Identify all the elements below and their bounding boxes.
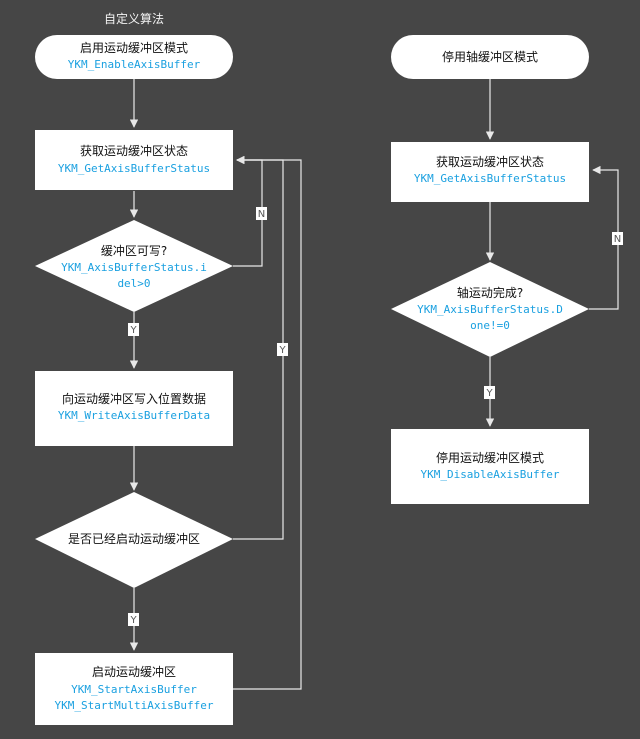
svg-text:YKM_StartMultiAxisBuffer: YKM_StartMultiAxisBuffer [55,699,214,712]
svg-text:是否已经启动运动缓冲区: 是否已经启动运动缓冲区 [68,531,200,546]
node-stop-axis-buffer: 停用轴缓冲区模式 [391,35,589,79]
svg-text:Y: Y [129,325,137,336]
node-disable-buffer: 停用运动缓冲区模式 YKM_DisableAxisBuffer [391,429,589,504]
svg-text:启动运动缓冲区: 启动运动缓冲区 [92,664,176,679]
svg-text:YKM_WriteAxisBufferData: YKM_WriteAxisBufferData [58,409,210,422]
svg-text:获取运动缓冲区状态: 获取运动缓冲区状态 [436,154,544,169]
svg-text:Y: Y [129,615,137,626]
svg-text:YKM_StartAxisBuffer: YKM_StartAxisBuffer [71,683,197,696]
svg-text:N: N [614,234,621,245]
svg-text:YKM_AxisBufferStatus.D: YKM_AxisBufferStatus.D [417,303,563,316]
svg-text:停用轴缓冲区模式: 停用轴缓冲区模式 [442,49,538,64]
node-buffer-writable-decision: 缓冲区可写? YKM_AxisBufferStatus.i del>0 [35,220,233,312]
node-enable-buffer: 启用运动缓冲区模式 YKM_EnableAxisBuffer [35,35,233,79]
svg-text:YKM_AxisBufferStatus.i: YKM_AxisBufferStatus.i [61,261,207,274]
svg-text:YKM_GetAxisBufferStatus: YKM_GetAxisBufferStatus [414,172,566,185]
svg-text:缓冲区可写?: 缓冲区可写? [101,243,167,258]
svg-text:del>0: del>0 [117,277,150,290]
node-started-decision: 是否已经启动运动缓冲区 [35,492,233,588]
svg-text:获取运动缓冲区状态: 获取运动缓冲区状态 [80,143,188,158]
svg-text:YKM_GetAxisBufferStatus: YKM_GetAxisBufferStatus [58,162,210,175]
svg-text:向运动缓冲区写入位置数据: 向运动缓冲区写入位置数据 [62,391,206,406]
node-motion-done-decision: 轴运动完成? YKM_AxisBufferStatus.D one!=0 [391,262,589,357]
label-writable-no: N [256,207,267,220]
svg-text:启用运动缓冲区模式: 启用运动缓冲区模式 [80,40,188,55]
diagram-caption: 自定义算法 [104,11,164,26]
node-get-status: 获取运动缓冲区状态 YKM_GetAxisBufferStatus [35,130,233,190]
node-write-data: 向运动缓冲区写入位置数据 YKM_WriteAxisBufferData [35,371,233,446]
label-writable-yes: Y [128,323,139,336]
label-started-yes-loop: Y [277,343,288,356]
svg-text:Y: Y [485,388,493,399]
label-done-no: N [612,232,623,245]
svg-text:轴运动完成?: 轴运动完成? [457,285,523,300]
label-started-yes: Y [128,613,139,626]
svg-text:Y: Y [278,345,286,356]
edge-startbuffer-loop [233,155,302,690]
node-start-buffer: 启动运动缓冲区 YKM_StartAxisBuffer YKM_StartMul… [35,653,233,725]
svg-text:YKM_DisableAxisBuffer: YKM_DisableAxisBuffer [420,468,559,481]
svg-text:one!=0: one!=0 [470,319,510,332]
svg-text:N: N [258,209,265,220]
label-done-yes: Y [484,386,495,399]
svg-text:YKM_EnableAxisBuffer: YKM_EnableAxisBuffer [68,58,201,71]
svg-text:停用运动缓冲区模式: 停用运动缓冲区模式 [436,450,544,465]
node-right-get-status: 获取运动缓冲区状态 YKM_GetAxisBufferStatus [391,142,589,202]
